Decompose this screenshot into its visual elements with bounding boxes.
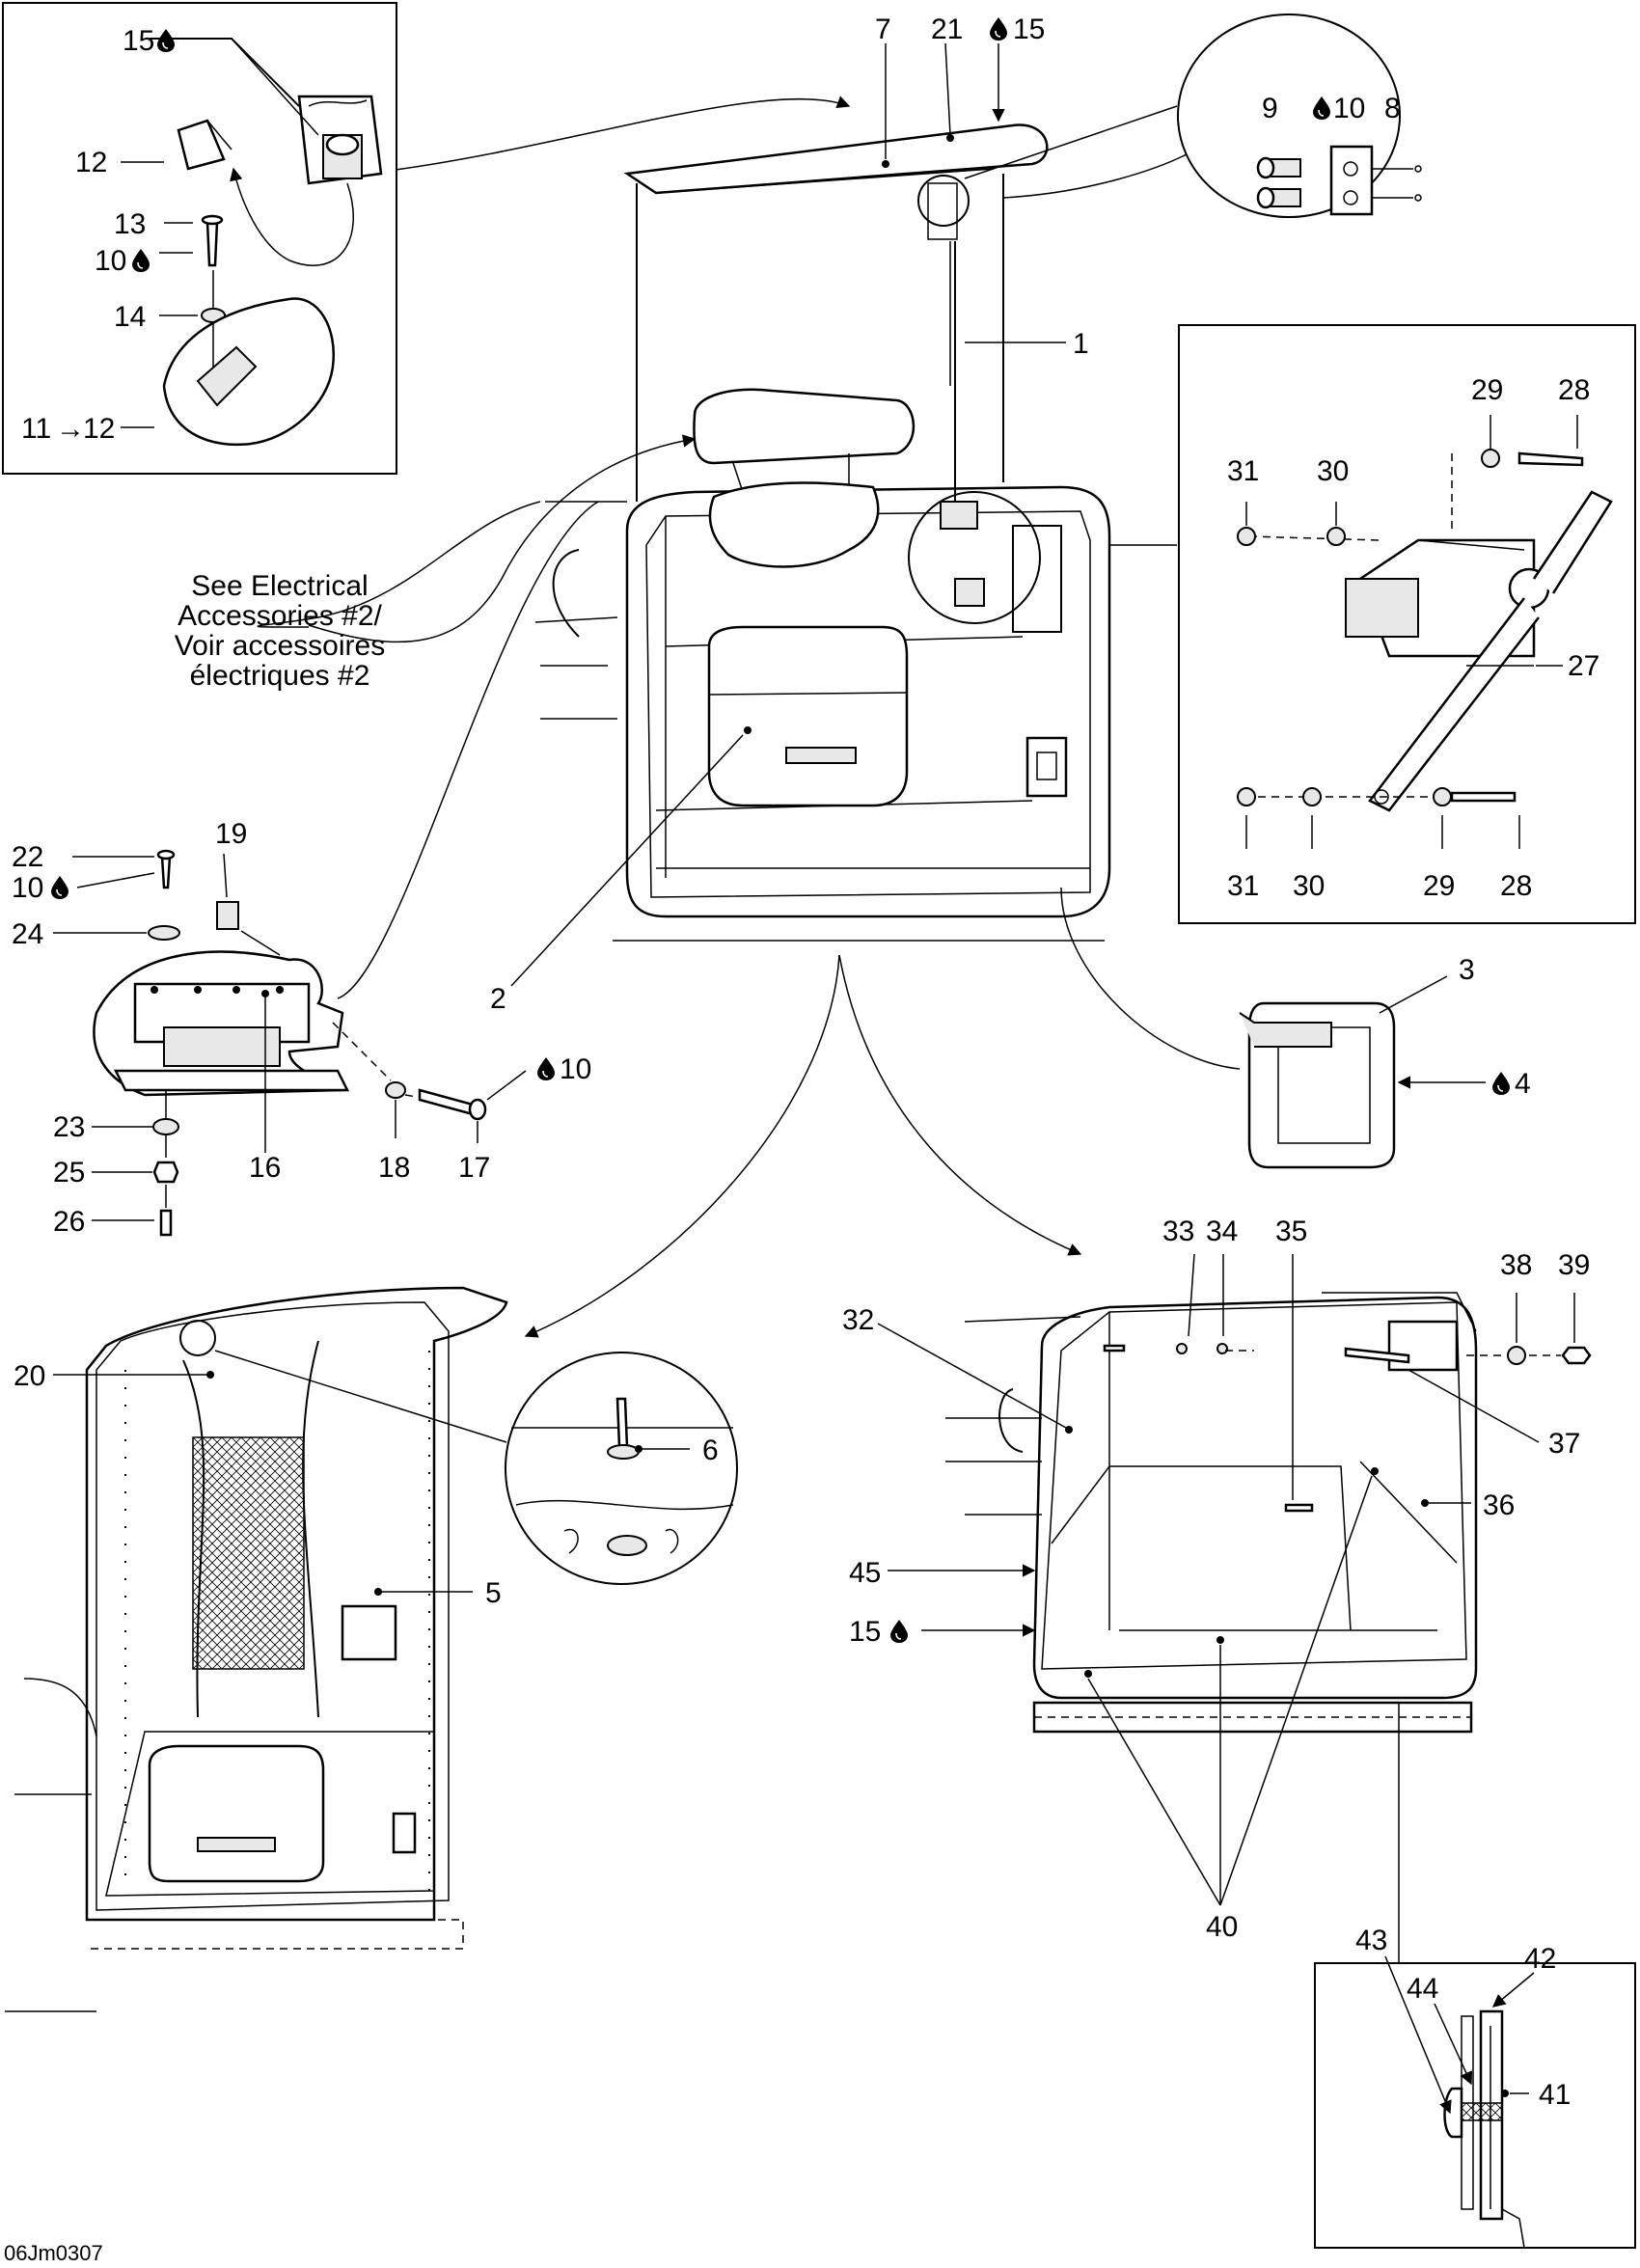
callout-15-a: 15 xyxy=(123,25,154,57)
drop-icon xyxy=(536,1056,556,1081)
callout-3: 3 xyxy=(1459,954,1475,986)
callout-22: 22 xyxy=(12,841,43,873)
callout-31-a: 31 xyxy=(1227,455,1259,487)
cabin-main xyxy=(534,14,1422,942)
callout-23: 23 xyxy=(53,1111,85,1143)
cabin-leaders xyxy=(395,42,1177,987)
callout-42: 42 xyxy=(1524,1943,1556,1975)
drop-icon xyxy=(989,16,1008,41)
window-frame xyxy=(1060,887,1486,1169)
callout-13: 13 xyxy=(114,208,146,240)
callout-24: 24 xyxy=(12,918,43,950)
section-inset xyxy=(1314,1955,1636,2249)
callout-15-c: 15 xyxy=(849,1616,881,1648)
latch-inset xyxy=(2,2,397,475)
callout-35: 35 xyxy=(1275,1216,1307,1247)
callout-1: 1 xyxy=(1073,328,1089,360)
callout-36: 36 xyxy=(1483,1489,1515,1521)
drop-icon xyxy=(1312,96,1331,121)
arrow-symbol: → xyxy=(56,413,85,445)
callout-30-b: 30 xyxy=(1293,870,1325,902)
callout-9: 9 xyxy=(1262,93,1278,124)
callout-39: 39 xyxy=(1558,1249,1590,1281)
callout-14: 14 xyxy=(114,301,146,333)
hinge-assembly xyxy=(53,434,697,1237)
callout-31-b: 31 xyxy=(1227,870,1259,902)
callout-10-b: 10 xyxy=(1333,93,1365,124)
callout-10-a: 10 xyxy=(95,245,126,277)
callout-29-a: 29 xyxy=(1471,374,1503,406)
callout-6: 6 xyxy=(702,1435,719,1466)
callout-21: 21 xyxy=(931,14,963,45)
callout-40: 40 xyxy=(1206,1911,1238,1943)
callout-11: 11 xyxy=(21,413,51,445)
callout-26: 26 xyxy=(53,1206,85,1238)
callout-27: 27 xyxy=(1568,650,1599,682)
bracket-inset xyxy=(1178,324,1636,924)
tub-assembly xyxy=(838,954,1592,1963)
callout-4: 4 xyxy=(1515,1068,1531,1100)
callout-12-a: 12 xyxy=(75,147,107,178)
callout-20: 20 xyxy=(14,1360,45,1392)
callout-8: 8 xyxy=(1384,93,1401,124)
drawing-code: 06Jm0307 xyxy=(4,2241,103,2265)
callout-10-c: 10 xyxy=(12,872,43,904)
ref-note-line1: See Electrical xyxy=(191,570,368,602)
drop-icon xyxy=(50,875,69,900)
callout-29-b: 29 xyxy=(1423,870,1455,902)
latch-leaders xyxy=(121,161,198,428)
cabin-lining xyxy=(5,954,840,2012)
callout-5: 5 xyxy=(485,1577,502,1609)
callout-12-b: 12 xyxy=(83,413,115,445)
callout-45: 45 xyxy=(849,1557,881,1589)
callout-37: 37 xyxy=(1548,1428,1580,1460)
drop-icon xyxy=(1491,1071,1511,1096)
callout-15-b: 15 xyxy=(1013,14,1045,45)
drop-icon xyxy=(156,28,176,53)
callout-43: 43 xyxy=(1355,1925,1387,1956)
callout-30-a: 30 xyxy=(1317,455,1349,487)
callout-28-a: 28 xyxy=(1558,374,1590,406)
callout-38: 38 xyxy=(1500,1249,1532,1281)
callout-33: 33 xyxy=(1162,1216,1194,1247)
callout-34: 34 xyxy=(1206,1216,1238,1247)
callout-labels: 15 12 13 10 14 11 → 12 7 21 15 9 10 8 1 … xyxy=(4,14,1599,2265)
callout-17: 17 xyxy=(458,1152,490,1184)
ref-note-line2: Accessories #2/ xyxy=(178,600,382,632)
callout-25: 25 xyxy=(53,1157,85,1189)
ref-note-line3: Voir accessoires xyxy=(175,630,385,662)
callout-28-b: 28 xyxy=(1500,870,1532,902)
callout-32: 32 xyxy=(842,1304,874,1336)
callout-7: 7 xyxy=(875,14,891,45)
callout-18: 18 xyxy=(378,1152,410,1184)
callout-16: 16 xyxy=(249,1152,281,1184)
callout-10-d: 10 xyxy=(560,1053,591,1085)
callout-44: 44 xyxy=(1407,1973,1438,2005)
drop-icon xyxy=(131,248,150,273)
drop-icon xyxy=(889,1619,909,1644)
callout-41: 41 xyxy=(1539,2079,1571,2111)
callout-2: 2 xyxy=(490,983,506,1015)
callout-19: 19 xyxy=(215,818,247,850)
ref-note-line4: électriques #2 xyxy=(190,660,370,692)
